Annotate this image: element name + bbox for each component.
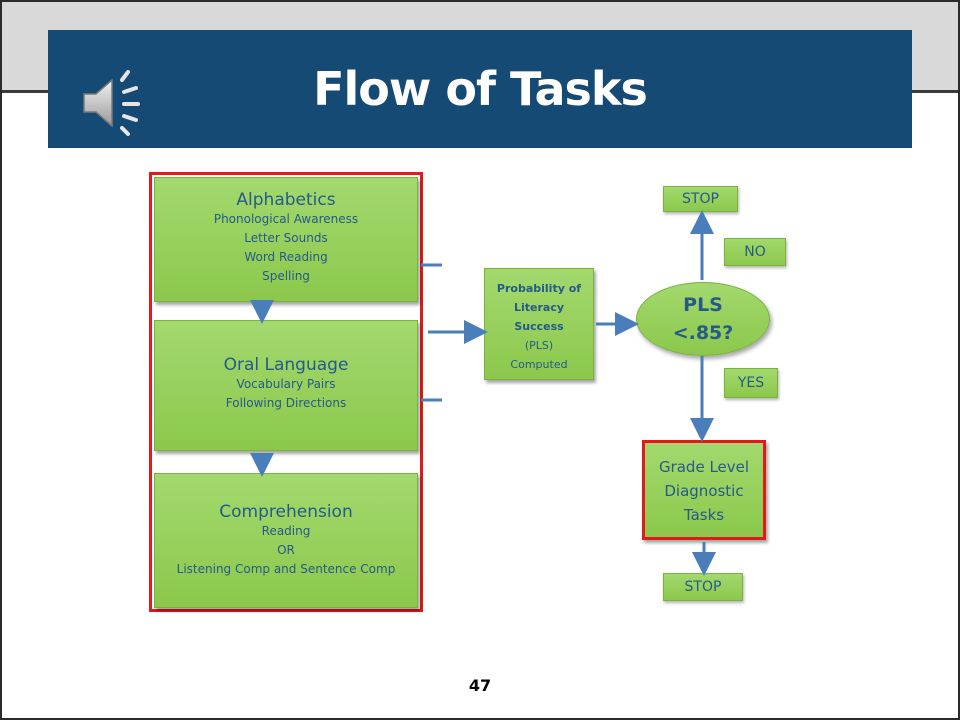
- alphabetics-item: Spelling: [262, 269, 310, 283]
- alphabetics-item: Letter Sounds: [244, 231, 328, 245]
- no-text: NO: [744, 244, 766, 260]
- slide-title: Flow of Tasks: [313, 62, 648, 116]
- title-bar: Flow of Tasks: [48, 30, 912, 148]
- grade-level-diagnostic-box: Grade Level Diagnostic Tasks: [642, 440, 766, 540]
- grade-line: Grade Level: [658, 458, 750, 476]
- pls-decision-node: PLS <.85?: [636, 282, 770, 356]
- pls-box-title-line: Success: [514, 320, 564, 333]
- oral-language-item: Vocabulary Pairs: [236, 377, 336, 391]
- comprehension-title: Comprehension: [219, 502, 353, 522]
- comprehension-box: Comprehension Reading OR Listening Comp …: [154, 473, 418, 608]
- alphabetics-item: Phonological Awareness: [213, 212, 359, 226]
- alphabetics-item: Word Reading: [244, 250, 328, 264]
- stop-bottom-label: STOP: [663, 573, 743, 601]
- pls-box-line: Computed: [510, 358, 568, 371]
- alphabetics-box: Alphabetics Phonological Awareness Lette…: [154, 177, 418, 302]
- comprehension-item: Reading: [261, 524, 311, 538]
- speaker-audio-icon[interactable]: [78, 68, 148, 138]
- comprehension-item: OR: [277, 543, 295, 557]
- decision-line: PLS: [683, 294, 723, 316]
- pls-computed-box: Probability of Literacy Success (PLS) Co…: [484, 268, 594, 380]
- stop-top-label: STOP: [663, 186, 738, 212]
- yes-text: YES: [737, 375, 765, 391]
- grade-line: Diagnostic: [664, 482, 744, 500]
- no-label: NO: [724, 238, 786, 266]
- stop-top-text: STOP: [682, 191, 719, 207]
- oral-language-item: Following Directions: [225, 396, 347, 410]
- comprehension-item: Listening Comp and Sentence Comp: [176, 562, 396, 576]
- stop-bottom-text: STOP: [684, 579, 722, 595]
- grade-line: Tasks: [683, 506, 725, 524]
- oral-language-box: Oral Language Vocabulary Pairs Following…: [154, 320, 418, 451]
- yes-label: YES: [724, 368, 778, 398]
- pls-box-title-line: Literacy: [513, 301, 565, 314]
- left-column-highlight: [149, 172, 423, 612]
- alphabetics-title: Alphabetics: [236, 190, 336, 210]
- decision-line: <.85?: [672, 322, 734, 344]
- pls-box-line: (PLS): [524, 339, 554, 352]
- oral-language-title: Oral Language: [223, 355, 349, 375]
- page-number: 47: [468, 676, 492, 695]
- pls-box-title-line: Probability of: [496, 282, 582, 295]
